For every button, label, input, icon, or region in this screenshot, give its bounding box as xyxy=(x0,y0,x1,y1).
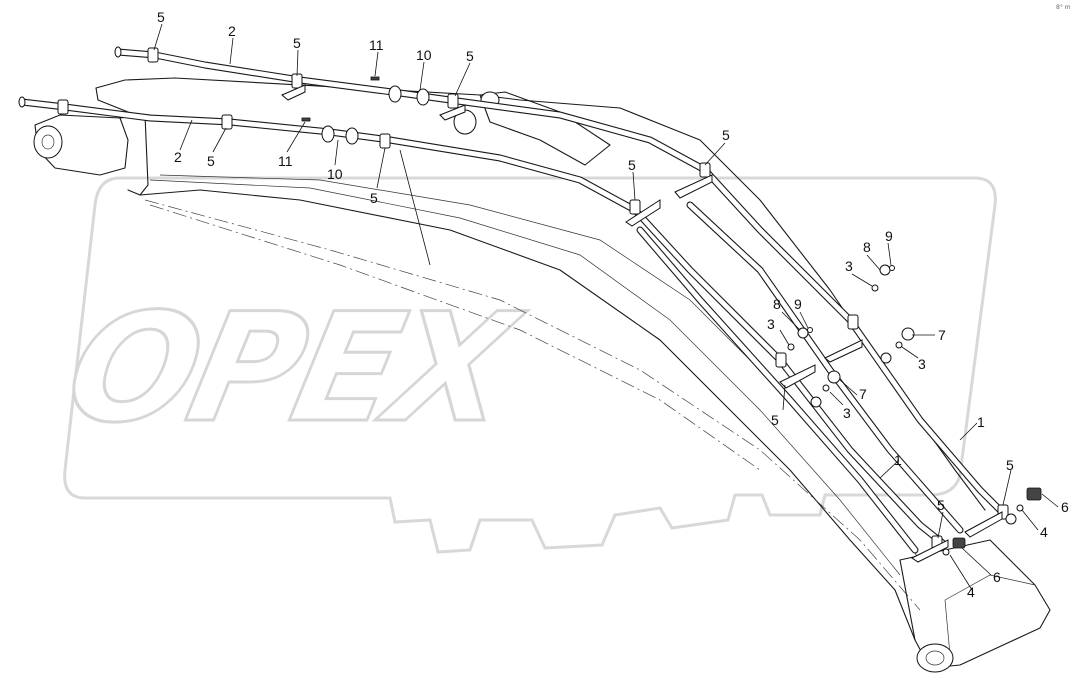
corner-mark: 8° m xyxy=(1056,4,1071,11)
callout-1: 1 xyxy=(894,452,902,468)
callout-10: 10 xyxy=(416,47,432,63)
callout-9: 9 xyxy=(885,228,893,244)
callout-5: 5 xyxy=(157,9,165,25)
clamp xyxy=(147,47,159,63)
callout-5: 5 xyxy=(628,157,636,173)
callout-11: 11 xyxy=(278,153,293,169)
watermark-text: OPEX xyxy=(53,281,535,456)
clamp xyxy=(775,352,787,368)
callout-5: 5 xyxy=(293,35,301,51)
callout-4: 4 xyxy=(967,584,975,600)
clamp xyxy=(447,93,459,109)
callout-10: 10 xyxy=(327,166,343,182)
callout-5: 5 xyxy=(722,127,730,143)
clamp xyxy=(221,114,233,130)
callout-1: 1 xyxy=(977,414,985,430)
clamp xyxy=(57,99,69,115)
callout-3: 3 xyxy=(845,258,853,274)
callout-11: 11 xyxy=(369,37,384,53)
callout-3: 3 xyxy=(843,405,851,421)
callout-8: 8 xyxy=(863,239,871,255)
callout-3: 3 xyxy=(918,356,926,372)
callout-4: 4 xyxy=(1040,524,1048,540)
watermark: OPEX xyxy=(52,176,997,554)
clamp xyxy=(699,162,711,178)
callout-5: 5 xyxy=(937,497,945,513)
boom-body xyxy=(33,77,1051,673)
callout-2: 2 xyxy=(174,149,182,165)
callout-5: 5 xyxy=(771,412,779,428)
clamp xyxy=(291,73,303,89)
callout-7: 7 xyxy=(859,386,867,402)
callout-6: 6 xyxy=(993,569,1001,585)
leader-lines xyxy=(153,23,1059,591)
callout-2: 2 xyxy=(228,23,236,39)
callout-5: 5 xyxy=(207,153,215,169)
callout-5: 5 xyxy=(1006,457,1014,473)
fittings xyxy=(57,47,1042,563)
callout-3: 3 xyxy=(767,316,775,332)
clamp xyxy=(847,314,859,330)
callout-9: 9 xyxy=(794,296,802,312)
callout-5: 5 xyxy=(370,190,378,206)
callouts: 5 2 5 11 10 5 2 5 11 10 5 5 5 8 9 3 8 9 … xyxy=(157,9,1069,600)
callout-8: 8 xyxy=(773,296,781,312)
clamp xyxy=(379,133,391,149)
callout-6: 6 xyxy=(1061,499,1069,515)
callout-5: 5 xyxy=(466,48,474,64)
callout-7: 7 xyxy=(938,327,946,343)
clamp xyxy=(629,199,641,215)
pipes xyxy=(18,46,1009,554)
